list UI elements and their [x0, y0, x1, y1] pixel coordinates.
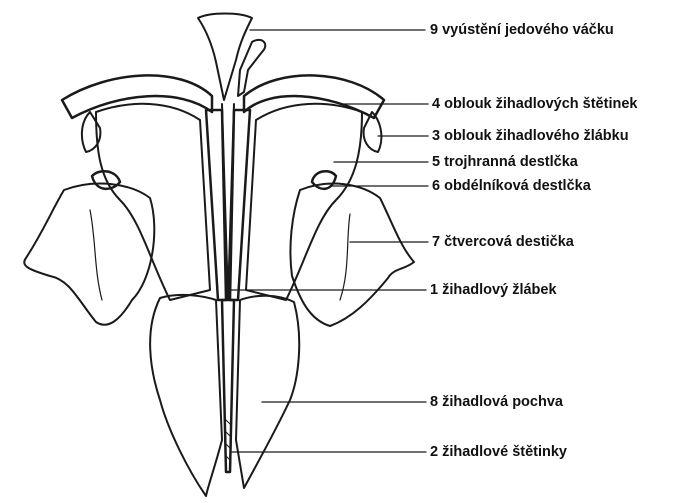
central-stylet: [206, 104, 250, 300]
right-lobe: [246, 104, 414, 326]
label-venom-sac-outlet: 9 vyústění jedového váčku: [430, 22, 614, 38]
label-oblong-plate: 6 obdélníková destlčka: [432, 178, 591, 194]
label-lancet-arch: 4 oblouk žihadlových štětinek: [432, 96, 637, 112]
label-stylet: 1 žihadlový žlábek: [430, 282, 557, 298]
label-triangular-plate: 5 trojhranná destlčka: [432, 154, 578, 170]
left-lobe: [24, 104, 210, 325]
label-lancets: 2 žihadlové štětinky: [430, 444, 567, 460]
sting-lancets: [222, 300, 234, 472]
label-stylet-arch: 3 oblouk žihadlového žlábku: [432, 128, 629, 144]
label-quadrate-plate: 7 čtvercová destička: [432, 234, 574, 250]
label-sting-sheath: 8 žihadlová pochva: [430, 394, 563, 410]
leader-lines: [226, 30, 428, 452]
